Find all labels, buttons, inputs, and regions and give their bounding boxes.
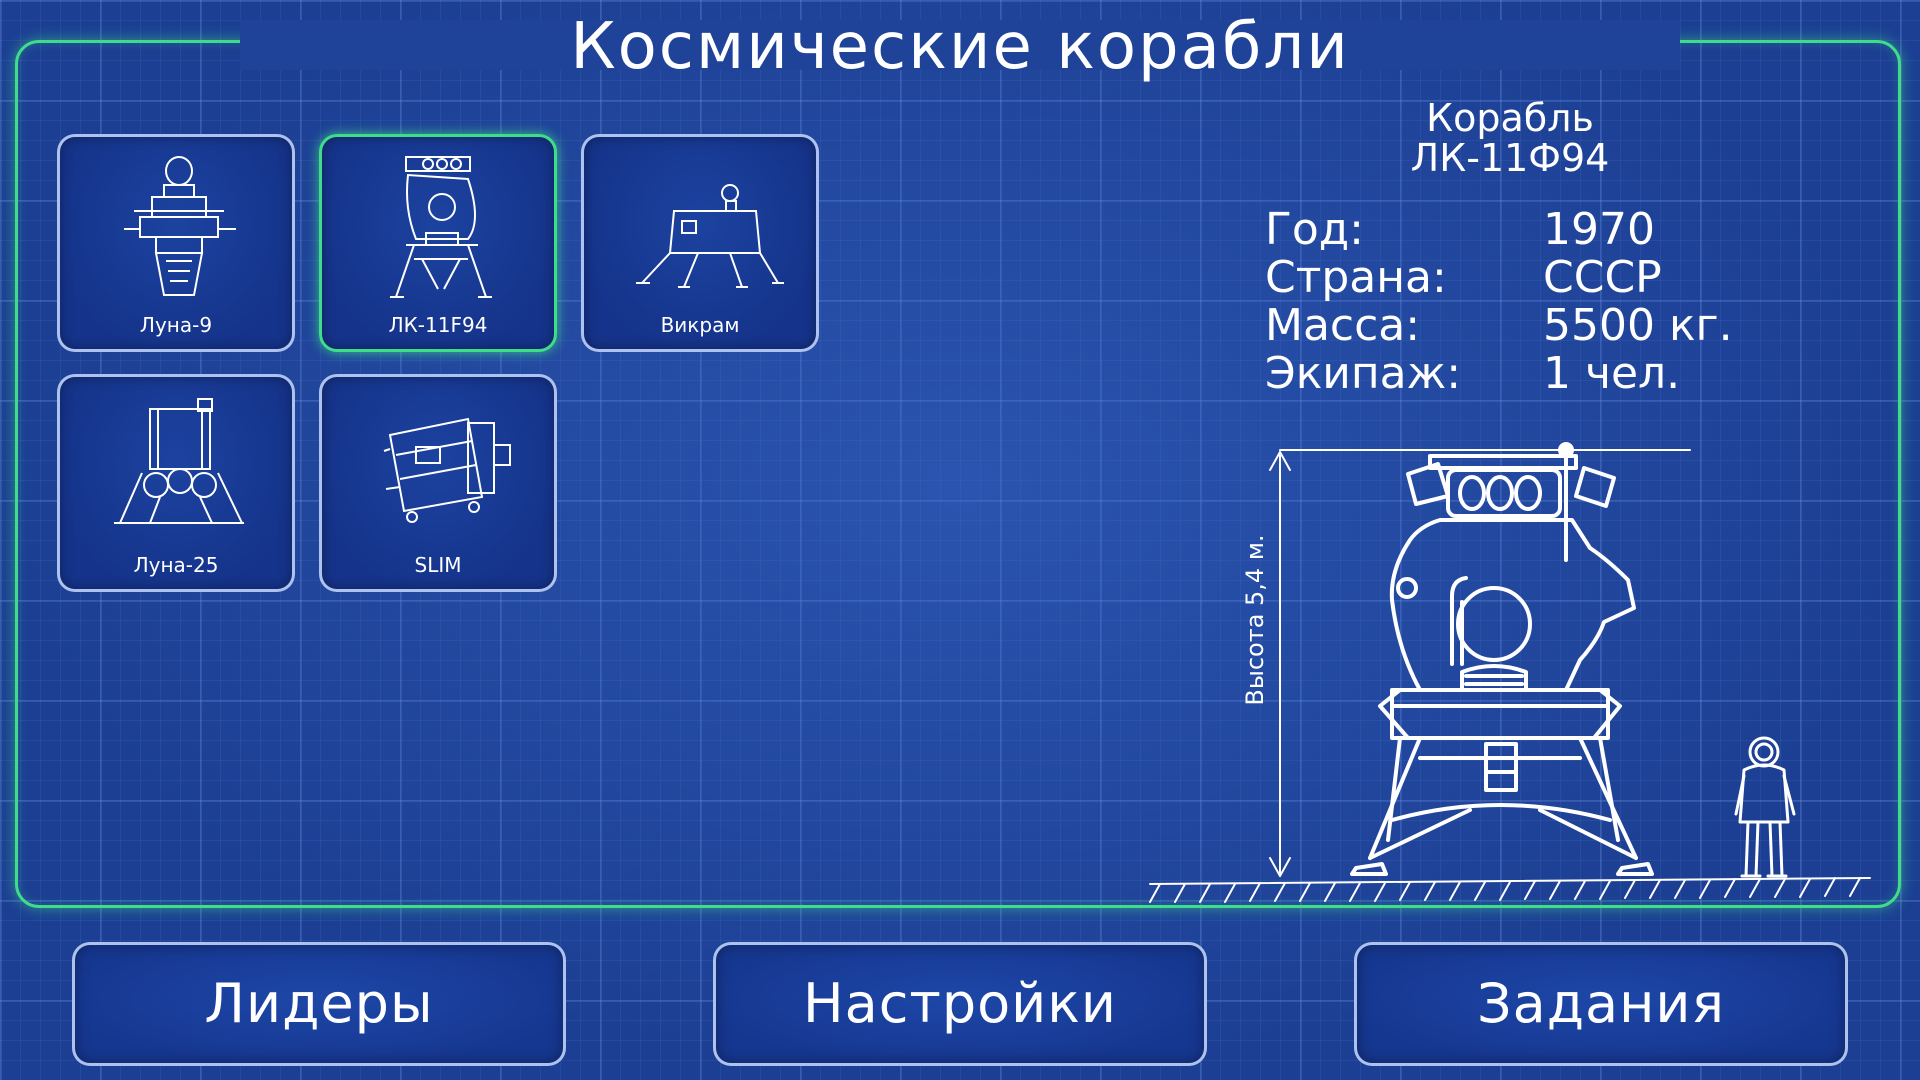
stat-key: Масса: — [1265, 300, 1421, 351]
stat-value: СССР — [1543, 252, 1662, 303]
ship-card-luna-25[interactable]: Луна-25 — [57, 374, 295, 592]
ship-heading-name: ЛК-11Ф94 — [1410, 136, 1610, 180]
vikram-lander-icon — [636, 184, 784, 288]
slim-lander-icon — [383, 417, 511, 523]
ship-heading-caption: Корабль — [1426, 96, 1594, 140]
ship-card-lk[interactable]: ЛК-11F94 — [319, 134, 557, 352]
lk-lander-icon — [390, 156, 492, 298]
tasks-button[interactable]: Задания — [1354, 942, 1848, 1066]
stat-value: 1 чел. — [1543, 348, 1681, 399]
luna-9-lander-icon — [124, 156, 236, 296]
ship-card-vikram[interactable]: Викрам — [581, 134, 819, 352]
page-title: Космические корабли — [570, 10, 1350, 84]
ship-label: Луна-25 — [133, 553, 219, 577]
height-label-text: Высота 5,4 м. — [1241, 534, 1269, 706]
stat-key: Экипаж: — [1265, 348, 1462, 399]
ship-label: Викрам — [660, 313, 740, 337]
ship-heading: Корабль ЛК-11Ф94 — [1310, 98, 1710, 178]
stat-key: Год: — [1265, 204, 1364, 255]
title-backdrop — [240, 20, 1680, 70]
stat-value: 5500 кг. — [1543, 300, 1733, 351]
luna-25-lander-icon — [114, 398, 244, 524]
stat-value: 1970 — [1543, 204, 1655, 255]
stat-key: Страна: — [1265, 252, 1447, 303]
ship-label: Луна-9 — [139, 313, 213, 337]
settings-button[interactable]: Настройки — [713, 942, 1207, 1066]
ship-label: ЛК-11F94 — [388, 313, 488, 337]
leaders-button[interactable]: Лидеры — [72, 942, 566, 1066]
ship-card-luna-9[interactable]: Луна-9 — [57, 134, 295, 352]
ship-card-slim[interactable]: SLIM — [319, 374, 557, 592]
ship-label: SLIM — [414, 553, 462, 577]
